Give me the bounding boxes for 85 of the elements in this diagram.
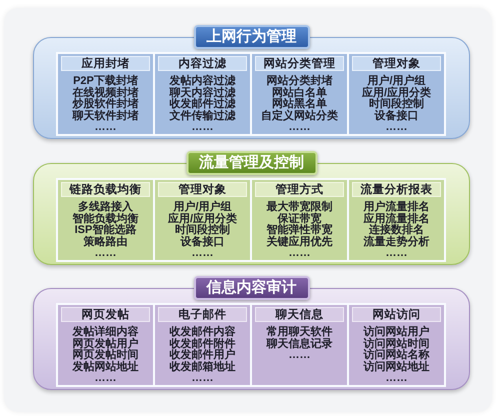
list-item: …… [192,373,214,385]
list-item: 保证带宽 [278,214,322,225]
category-column [250,52,349,136]
list-item: 自定义网站分类 [261,110,338,122]
list-item: 网页发帖用户 [72,338,138,350]
list-item: …… [94,248,116,260]
list-item: 设备接口 [180,236,224,248]
list-item: 用户流量排名 [364,202,430,213]
category-column [153,303,252,387]
list-item: 网页发帖时间 [72,350,138,362]
list-item: 炒股软件封堵 [72,99,138,110]
category-column [347,52,446,136]
list-item: 收发邮件用户 [170,350,236,362]
category-column [56,52,155,136]
category-column [153,52,252,136]
list-item: …… [288,122,310,134]
list-item: 收发邮件过滤 [170,99,236,110]
list-item: 设备接口 [374,110,418,122]
list-item: 应用/应用分类 [362,88,432,99]
list-item: 聊天信息记录 [266,338,332,350]
list-item: …… [386,248,408,260]
section-tab: 上网行为管理 [194,25,310,49]
list-item: 关键应用优先 [266,236,332,248]
category-column [153,178,252,262]
list-item: 用户/用户组 [367,76,426,87]
list-item: 网站黑名单 [272,99,327,110]
list-item: …… [94,122,116,134]
list-item: 最大带宽限制 [266,202,332,213]
list-item: …… [288,350,310,362]
list-item: 流量走势分析 [364,236,430,248]
list-item: 网站分类封堵 [266,76,332,87]
column-header: 内容过滤 [158,56,247,71]
list-item: 发帖详细内容 [72,327,138,338]
column-header: 链路负载均衡 [61,182,150,197]
column-header: 管理对象 [158,182,247,197]
list-item: 连接数排名 [369,225,424,236]
list-item: 用户/用户组 [173,202,232,213]
list-item: 网站白名单 [272,88,327,99]
category-column [56,178,155,262]
column-header: 应用封堵 [61,56,150,71]
list-item: …… [288,248,310,260]
list-item: 聊天内容过滤 [170,88,236,99]
column-header: 聊天信息 [255,307,344,322]
list-item: 时间段控制 [369,99,424,110]
list-item: 常用聊天软件 [266,327,332,338]
list-item: 时间段控制 [175,225,230,236]
category-column [56,303,155,387]
list-item: 聊天软件封堵 [72,110,138,122]
list-item: …… [386,373,408,385]
list-item: 文件传输过滤 [170,110,236,122]
list-item: 收发邮箱地址 [170,362,236,374]
list-item: 收发邮件附件 [170,338,236,350]
list-item: 访问网站用户 [364,327,430,338]
section-tab: 流量管理及控制 [186,151,317,175]
list-item: 访问网站地址 [364,362,430,374]
list-item: 策略路由 [84,236,128,248]
category-column [250,178,349,262]
list-item: 多线路接入 [78,202,133,213]
column-header: 流量分析报表 [352,182,441,197]
list-item: 智能弹性带宽 [266,225,332,236]
column-header: 管理对象 [352,56,441,71]
list-item: …… [94,373,116,385]
list-item: 发帖网站地址 [72,362,138,374]
list-item: 在线视频封堵 [72,88,138,99]
category-column [250,303,349,387]
list-item: …… [192,122,214,134]
list-item: 收发邮件内容 [170,327,236,338]
list-item: 应用/应用分类 [168,214,238,225]
list-item: P2P下载封堵 [73,76,138,87]
list-item: 应用流量排名 [364,214,430,225]
column-header: 网站分类管理 [255,56,344,71]
list-item: 发帖内容过滤 [170,76,236,87]
list-item: ISP智能选路 [74,225,136,236]
list-item: 访问网站时间 [364,338,430,350]
list-item: …… [386,122,408,134]
column-header: 管理方式 [255,182,344,197]
category-column [347,303,446,387]
list-item: 智能负载均衡 [72,214,138,225]
column-header: 电子邮件 [158,307,247,322]
column-header: 网站访问 [352,307,441,322]
section-tab: 信息内容审计 [194,276,310,300]
list-item: 访问网站名称 [364,350,430,362]
list-item: …… [192,248,214,260]
category-column [347,178,446,262]
column-header: 网页发帖 [61,307,150,322]
